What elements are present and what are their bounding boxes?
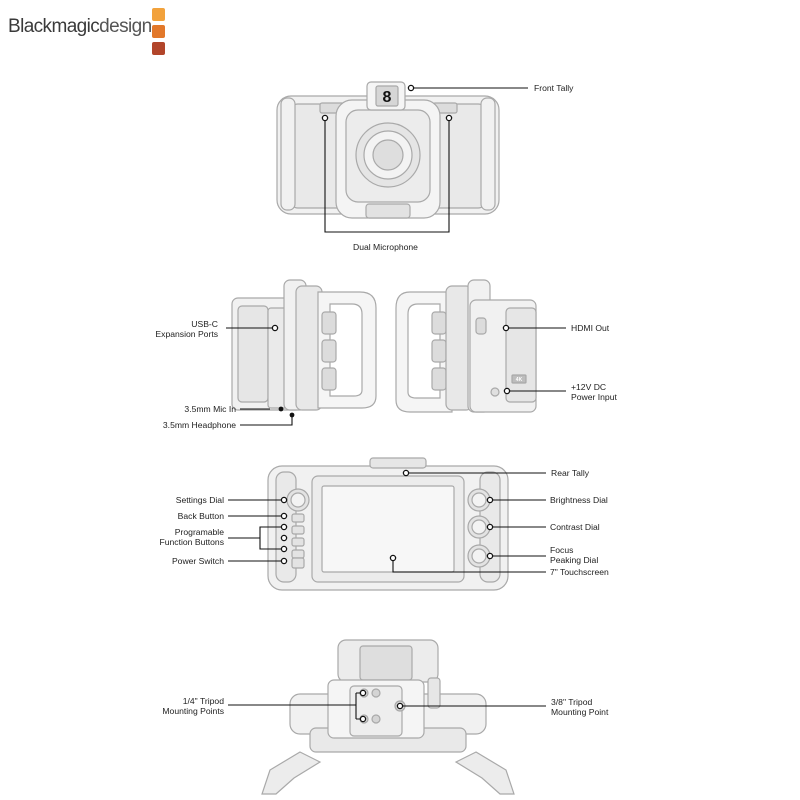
callout-quarter-line [228, 692, 362, 720]
label-rear-tally: Rear Tally [551, 468, 590, 478]
logo-square-2 [152, 25, 165, 38]
callout-headphone-line [240, 416, 293, 426]
label-touchscreen: 7" Touchscreen [550, 567, 609, 577]
brand-wordmark: Blackmagicdesign [8, 16, 152, 37]
label-power-switch: Power Switch [171, 556, 224, 566]
callout-dual-microphone-line [324, 118, 450, 233]
label-brightness-dial: Brightness Dial [550, 495, 608, 505]
logo-square-3 [152, 42, 165, 55]
front-view-camera [276, 81, 500, 219]
label-contrast-dial: Contrast Dial [550, 522, 600, 532]
callout-programable-line [228, 526, 284, 550]
callout-touchscreen-line [392, 558, 546, 573]
label-mic-in: 3.5mm Mic In [184, 404, 236, 414]
right-side-view-camera [395, 279, 537, 413]
label-headphone: 3.5mm Headphone [162, 420, 236, 430]
bottom-view-camera [261, 639, 515, 795]
left-side-view-camera [231, 279, 377, 411]
label-dual-microphone: Dual Microphone [353, 242, 418, 252]
front-tally-digit: 8 [383, 89, 392, 106]
logo-square-1 [152, 8, 165, 21]
badge-4k: 4K [516, 377, 523, 383]
rear-view-camera [267, 457, 509, 591]
label-settings-dial: Settings Dial [175, 495, 224, 505]
label-back-button: Back Button [177, 511, 224, 521]
label-front-tally: Front Tally [534, 83, 574, 93]
label-hdmi-out: HDMI Out [571, 323, 610, 333]
